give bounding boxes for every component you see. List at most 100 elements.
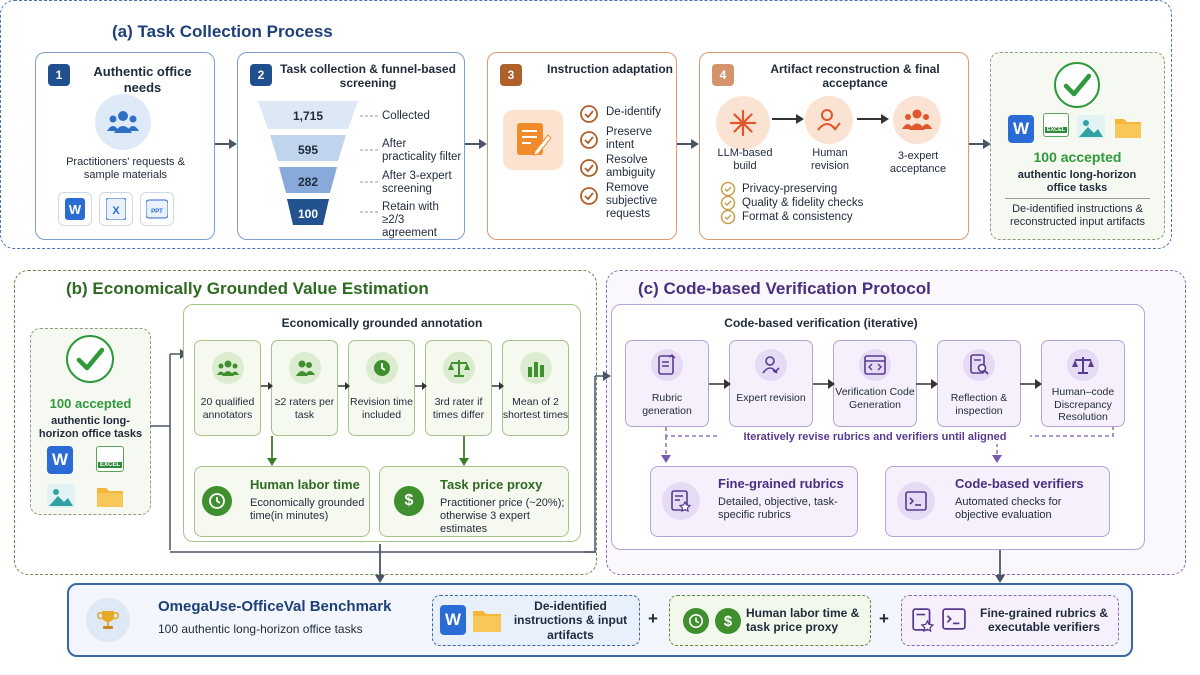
arrow-2-3 (465, 139, 487, 149)
step2-title: Task collection & funnel-based screening (280, 62, 456, 91)
arrow-4-result (969, 139, 991, 149)
checkmark-icon (1054, 62, 1100, 108)
flow-arrow (415, 382, 427, 390)
funnel-chart (258, 101, 358, 225)
check-circle-icon (580, 105, 598, 123)
arrow-1-2 (215, 139, 237, 149)
verification-step-label: Rubric generation (642, 392, 692, 417)
code-verification-title: Code-based verification (iterative) (724, 316, 918, 330)
excel-file-icon: X (99, 192, 133, 226)
annotation-step-label: Mean of 2 shortest times (502, 396, 569, 421)
sparkle-ai-icon (716, 96, 770, 150)
price-desc: Practitioner price (~20%); otherwise 3 e… (440, 497, 565, 536)
rubric-star-icon (911, 607, 937, 635)
funnel-label-2: After practicality filter (382, 138, 462, 164)
price-title: Task price proxy (440, 477, 543, 492)
annotation-step-card (425, 340, 492, 436)
folder-icon (472, 607, 502, 633)
image-file-icon (47, 484, 75, 508)
step4-title: Artifact reconstruction & final acceptan… (770, 62, 940, 91)
funnel-leader-lines (360, 115, 378, 213)
step4-check: Format & consistency (742, 211, 853, 223)
ppt-file-icon: PPT (140, 192, 174, 226)
terminal-icon (942, 608, 968, 634)
pill-rubrics-verifiers (901, 595, 1119, 646)
users-icon (95, 94, 151, 150)
flow-arrow (916, 379, 938, 389)
pill-instructions (432, 595, 640, 646)
flow-arrow (857, 114, 889, 124)
check-circle-icon (580, 131, 598, 149)
clock-icon (202, 486, 232, 516)
task-collection-section (0, 0, 1172, 249)
rubrics-title: Fine-grained rubrics (718, 476, 844, 491)
person-check-icon (805, 96, 853, 144)
svg-text:W: W (69, 202, 82, 217)
check-circle-icon (720, 195, 736, 211)
terminal-icon (897, 482, 935, 520)
flow-arrow (709, 379, 731, 389)
flow-arrow (772, 114, 804, 124)
check-circle-icon (580, 187, 598, 205)
bar-chart-icon (520, 352, 552, 384)
step4-check: Quality & fidelity checks (742, 197, 864, 209)
word-file-icon: W (47, 446, 73, 474)
divider (1005, 198, 1150, 199)
rubric-star-icon (662, 482, 700, 520)
section-b-title: (b) Economically Grounded Value Estimati… (66, 279, 429, 298)
verification-step-label: Expert revision (736, 392, 806, 404)
pill-rubrics-verifiers-text: Fine-grained rubrics & executable verifi… (979, 606, 1109, 635)
clock-icon (366, 352, 398, 384)
annotation-step-label: ≥2 raters per task (274, 396, 335, 421)
funnel-value-1: 1,715 (292, 109, 324, 123)
step4-number: 4 (712, 64, 734, 86)
benchmark-subtitle: 100 authentic long-horizon office tasks (158, 622, 363, 636)
result-desc: authentic long-horizon office tasks (1017, 169, 1137, 195)
trophy-icon (86, 598, 130, 642)
pill-labor-price-text: Human labor time & task price proxy (746, 606, 860, 635)
funnel-value-2: 595 (297, 143, 319, 157)
folder-icon (1114, 115, 1142, 139)
svg-text:X: X (112, 205, 120, 217)
verification-step-label: Reflection & inspection (950, 392, 1008, 417)
inspection-icon (963, 349, 995, 381)
down-arrow (995, 550, 1005, 583)
word-file-icon: W (1008, 115, 1034, 143)
funnel-label-3: After 3-expert screening (382, 170, 452, 196)
pill-instructions-text: De-identified instructions & input artif… (513, 599, 628, 642)
step3-item: Remove subjective requests (606, 182, 658, 221)
word-file-icon: W (58, 192, 92, 226)
code-icon (859, 349, 891, 381)
svg-text:PPT: PPT (151, 209, 163, 215)
b-accepted-desc: authentic long-horizon office tasks (38, 415, 143, 441)
rubrics-desc: Detailed, objective, task-specific rubri… (718, 496, 838, 522)
annotators-icon (212, 352, 244, 384)
step3-item: De-identify (606, 106, 661, 118)
labor-title: Human labor time (250, 477, 360, 492)
arrow-3-4 (677, 139, 699, 149)
step3-checklist: De-identify Preserve intent Resolve ambi… (579, 102, 673, 230)
dollar-icon: $ (715, 608, 741, 634)
b-accepted: 100 accepted (49, 396, 132, 411)
excel-file-icon: EXCEL (1043, 113, 1069, 137)
b-to-c-connector (583, 371, 611, 553)
flow-arrow (1020, 379, 1042, 389)
flow-human-revision: Human revision (811, 147, 849, 173)
annotation-step-label: 3rd rater if times differ (432, 396, 485, 421)
step3-title: Instruction adaptation (547, 62, 673, 76)
step1-desc: Practitioners' requests & sample materia… (66, 156, 185, 182)
plus-sign: + (648, 609, 658, 628)
verification-step-label: Human–code Discrepancy Resolution (1051, 386, 1115, 424)
down-arrow (267, 436, 277, 466)
balance-scale-icon (1067, 349, 1099, 381)
step1-title: Authentic office needs (93, 64, 192, 95)
step3-item: Resolve ambiguity (606, 154, 656, 180)
annotation-step-label: Revision time included (349, 396, 414, 421)
step4-check: Privacy-preserving (742, 183, 838, 195)
section-a-title: (a) Task Collection Process (112, 22, 333, 41)
step3-item: Preserve intent (606, 126, 653, 152)
result-accepted: 100 accepted (1033, 149, 1122, 165)
flow-arrow (261, 382, 273, 390)
benchmark-title: OmegaUse-OfficeVal Benchmark (158, 598, 392, 615)
step1-number: 1 (48, 64, 70, 86)
